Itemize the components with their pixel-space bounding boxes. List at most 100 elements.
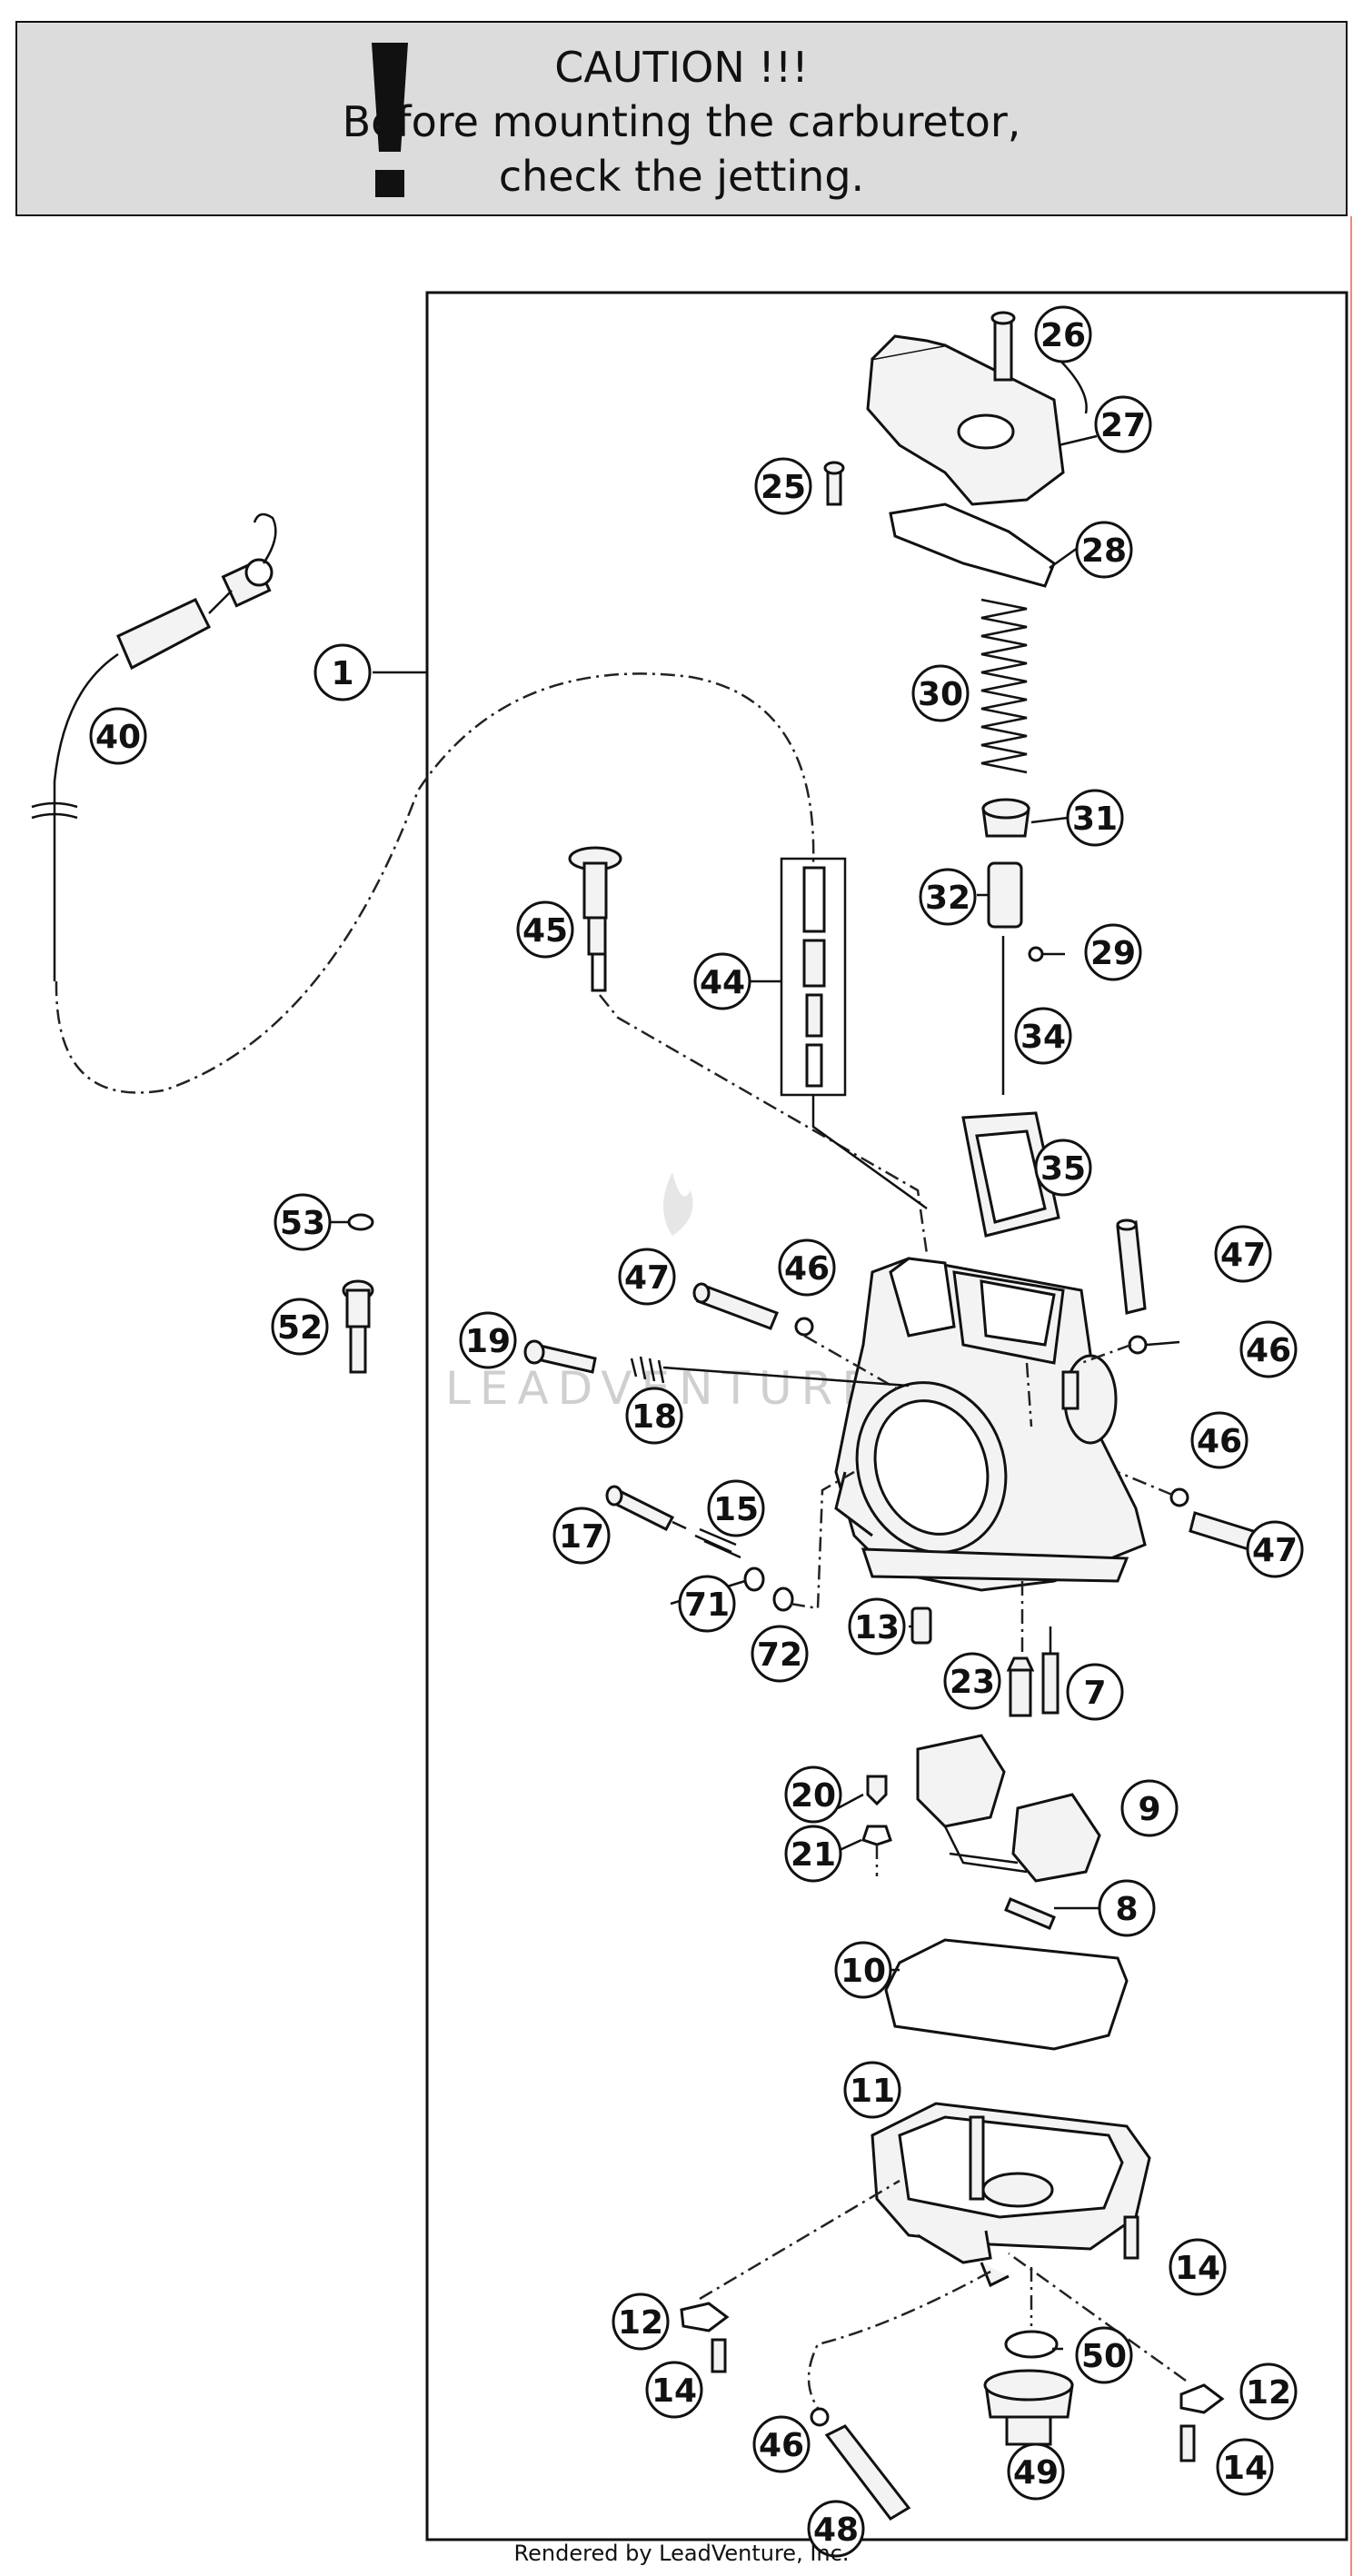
callout-7: 7	[1066, 1663, 1124, 1721]
callout-label: 8	[1115, 1891, 1138, 1928]
callout-25: 25	[754, 457, 812, 515]
callout-72: 72	[751, 1625, 809, 1683]
part-main-jet	[910, 1606, 932, 1645]
callout-circle	[834, 1941, 892, 1999]
callout-label: 50	[1081, 2338, 1127, 2375]
caution-banner: CAUTION !!! Before mounting the carburet…	[15, 21, 1348, 216]
part-o-ring-b	[1128, 1335, 1148, 1355]
callout-circle	[1169, 2238, 1227, 2296]
callout-label: 49	[1013, 2454, 1059, 2491]
part-idle-adjust-screw	[568, 846, 929, 1255]
callout-8: 8	[1098, 1879, 1156, 1937]
part-cable-clamp-left	[680, 2302, 730, 2332]
part-washer	[743, 1566, 765, 1592]
callout-15: 15	[707, 1479, 765, 1537]
callout-35: 35	[1034, 1139, 1092, 1197]
part-o-ring-c	[1169, 1487, 1189, 1507]
part-throttle-stop-screw	[605, 1485, 687, 1531]
callout-circle	[1098, 1879, 1156, 1937]
callout-circle	[751, 1625, 809, 1683]
part-hose-o-ring	[810, 2407, 830, 2427]
callout-46: 46	[778, 1238, 836, 1297]
leader-overflow-hose	[807, 2270, 991, 2409]
callout-circle	[1034, 305, 1092, 363]
exclamation-icon	[372, 43, 408, 197]
part-pilot-jet	[1006, 1656, 1035, 1717]
leader-air-screw	[662, 1366, 910, 1387]
callout-27: 27	[1094, 395, 1152, 453]
callout-14: 14	[645, 2361, 703, 2419]
callout-circle	[843, 2061, 901, 2119]
callout-circle	[1246, 1520, 1304, 1578]
callout-circle	[1190, 1411, 1249, 1469]
callout-label: 46	[759, 2427, 804, 2464]
callout-circle	[1239, 1320, 1298, 1378]
callout-circle	[707, 1479, 765, 1537]
callout-circle	[784, 1765, 842, 1824]
leader-callout-26-27	[1058, 358, 1088, 414]
callout-label: 29	[1090, 935, 1136, 972]
part-float-bowl	[871, 2102, 1151, 2288]
callout-circle	[552, 1507, 611, 1565]
callout-circle	[943, 1652, 1001, 1710]
part-needle-holder-top	[981, 798, 1030, 820]
callout-label: 14	[1222, 2450, 1268, 2487]
callout-label: 34	[1020, 1019, 1066, 1056]
callout-45: 45	[516, 900, 574, 959]
callout-label: 21	[791, 1836, 836, 1874]
callout-9: 9	[1120, 1779, 1179, 1837]
part-drain-plug	[983, 2369, 1074, 2446]
callout-14: 14	[1169, 2238, 1227, 2296]
part-throttle-cable	[31, 512, 815, 1094]
callout-40: 40	[89, 707, 147, 765]
callout-18: 18	[625, 1387, 683, 1445]
callout-label: 12	[618, 2304, 663, 2342]
part-clamp-screw-right	[1179, 2424, 1196, 2462]
caution-title: CAUTION !!!	[554, 43, 809, 92]
part-pin-right-top	[1116, 1218, 1147, 1315]
callout-label: 7	[1083, 1675, 1106, 1712]
part-o-ring-53	[347, 1213, 374, 1231]
callout-circle	[645, 2361, 703, 2419]
callout-circle	[1084, 923, 1142, 981]
callout-circle	[784, 1825, 842, 1883]
callout-13: 13	[848, 1597, 906, 1656]
callout-label: 44	[700, 964, 745, 1001]
callout-label: 14	[652, 2372, 697, 2410]
callout-circle	[618, 1248, 676, 1306]
part-float-pin	[1004, 1897, 1056, 1930]
callout-label: 13	[854, 1609, 900, 1646]
callout-label: 15	[713, 1491, 759, 1528]
callout-circle	[1007, 2442, 1065, 2501]
leader-callout-20	[837, 1793, 864, 1810]
callout-circle	[313, 643, 372, 701]
callout-circle	[1214, 1225, 1272, 1283]
callout-circle	[778, 1238, 836, 1297]
callout-46: 46	[1190, 1411, 1249, 1469]
callout-32: 32	[919, 868, 977, 926]
callout-12: 12	[612, 2293, 670, 2351]
callout-17: 17	[552, 1507, 611, 1565]
callout-23: 23	[943, 1652, 1001, 1710]
part-jet-needle-clip	[987, 861, 1023, 929]
callout-31: 31	[1066, 789, 1124, 847]
callout-circle	[1075, 2326, 1133, 2384]
part-o-ring-a	[794, 1317, 814, 1337]
caution-line-2: check the jetting.	[498, 152, 865, 201]
callout-48: 48	[807, 2500, 865, 2558]
callout-label: 47	[1220, 1237, 1266, 1274]
callout-50: 50	[1075, 2326, 1133, 2384]
callout-label: 10	[841, 1953, 886, 1990]
part-spring	[980, 598, 1028, 774]
callout-circle	[752, 2415, 811, 2473]
callout-44: 44	[693, 952, 751, 1010]
callout-34: 34	[1014, 1007, 1072, 1065]
callout-label: 46	[1197, 1423, 1242, 1460]
callout-71: 71	[678, 1575, 736, 1633]
callout-46: 46	[752, 2415, 811, 2473]
callout-circle	[1075, 521, 1133, 579]
part-air-screw	[523, 1339, 597, 1374]
leader-callout-46b	[1146, 1340, 1180, 1347]
callout-circle	[1014, 1007, 1072, 1065]
part-stop-o-ring	[772, 1586, 794, 1612]
